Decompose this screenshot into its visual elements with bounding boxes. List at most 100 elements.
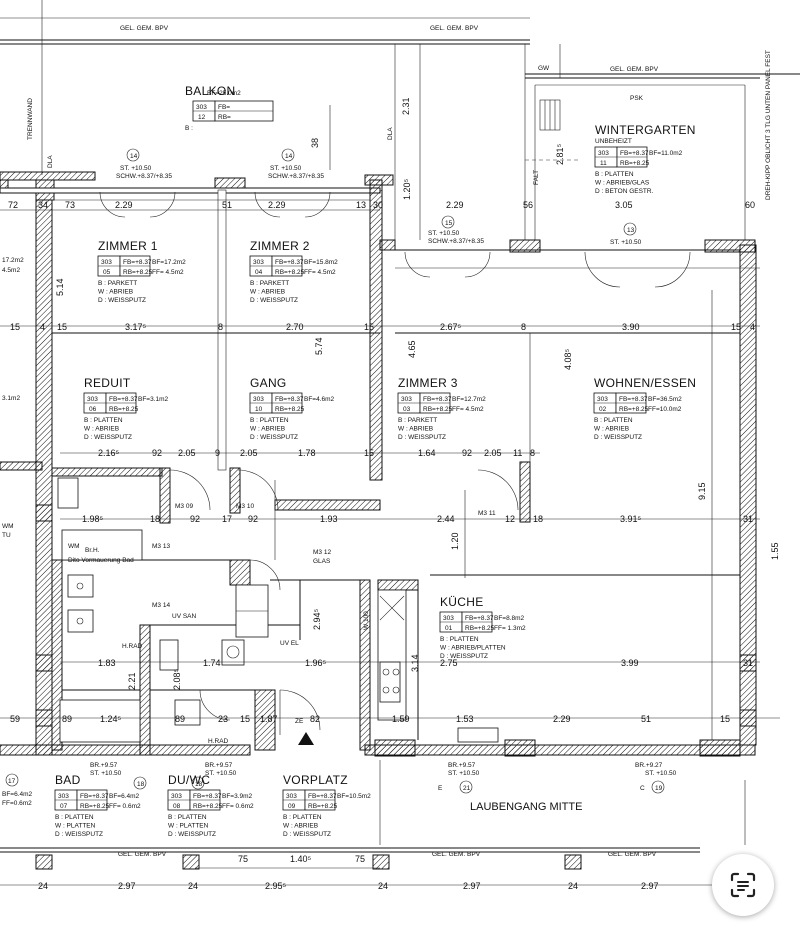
left-area-3: 3.1m2 xyxy=(2,395,20,402)
tu-label-left: TU xyxy=(2,532,11,539)
room-name: ZIMMER 3 xyxy=(398,376,458,390)
dimension-label: 2.67⁵ xyxy=(440,322,462,332)
threshold-schw: SCHW.+8.37/+8.35 xyxy=(116,173,172,180)
dimension-label: 1.78 xyxy=(298,448,316,458)
brh-label: Br.H. xyxy=(85,547,100,554)
room-number: 12 xyxy=(198,114,206,121)
scan-icon xyxy=(730,872,756,898)
room-name: WOHNEN/ESSEN xyxy=(594,376,696,390)
room-number: 01 xyxy=(445,625,453,632)
st-label: ST. +10.50 xyxy=(645,770,677,777)
footer-label-3: GEL. GEM. BPV xyxy=(608,851,657,858)
dimension-label: 12 xyxy=(505,514,515,524)
dimension-label-vertical: 38 xyxy=(310,138,320,148)
st-label: ST. +10.50 xyxy=(448,770,480,777)
room-bf: BF=11.0m2 xyxy=(649,150,683,157)
dimension-label: 15 xyxy=(10,322,20,332)
room-bf: BF=12.7m2 xyxy=(452,396,486,403)
threshold-callouts: 14 ST. +10.50 SCHW.+8.37/+8.35 14 ST. +1… xyxy=(116,148,642,246)
threshold-num: 14 xyxy=(285,153,293,160)
trennwand-label: TRENNWAND xyxy=(27,98,34,140)
wm-label: WM xyxy=(68,543,80,550)
room-ff: FF= 0.6m2 xyxy=(222,803,254,810)
scan-button[interactable] xyxy=(712,854,774,916)
room-finish: D : WEISSPUTZ xyxy=(98,297,146,304)
room-finish: W : ABRIEB/GLAS xyxy=(595,180,650,187)
dimension-label: 2.29 xyxy=(268,200,286,210)
footer-label-1: GEL. GEM. BPV xyxy=(118,851,167,858)
dimension-label: 4 xyxy=(40,322,45,332)
room-number: 02 xyxy=(599,406,607,413)
dimension-label: 2.70 xyxy=(286,322,304,332)
st-label: ST. +10.50 xyxy=(205,770,237,777)
dimension-label: 92 xyxy=(152,448,162,458)
room-code: 303 xyxy=(401,396,412,403)
room-wohnen-essen: WOHNEN/ESSEN30302FB=+8.37RB=+8.25BF=36.5… xyxy=(593,376,696,441)
door-label-m314: M3 14 xyxy=(152,602,170,609)
room-finish: D : WEISSPUTZ xyxy=(250,434,298,441)
room-name: ZIMMER 1 xyxy=(98,239,158,253)
room-finish: B : PARKETT xyxy=(98,280,137,287)
dimension-label-vertical: 5.14 xyxy=(55,278,65,296)
footer-label-2: GEL. GEM. BPV xyxy=(432,851,481,858)
dimension-label: 2.05 xyxy=(484,448,502,458)
dimension-label: 92 xyxy=(190,514,200,524)
door-label-m311: M3 11 xyxy=(478,510,496,517)
room-finish: D : WEISSPUTZ xyxy=(440,653,488,660)
room-code: 303 xyxy=(253,396,264,403)
room-number: 11 xyxy=(600,160,607,167)
dimension-label: 8 xyxy=(521,322,526,332)
uvsan-label: UV SAN xyxy=(172,613,197,620)
dimension-label: 15 xyxy=(731,322,741,332)
room-bf: BF=36.5m2 xyxy=(648,396,682,403)
dimension-label: 89 xyxy=(175,714,185,724)
corridor-label: LAUBENGANG MITTE xyxy=(470,801,582,813)
room-finish: D : WEISSPUTZ xyxy=(168,831,216,838)
room-finish: W : PLATTEN xyxy=(55,823,96,830)
br-label: BR.+9.27 xyxy=(635,762,663,769)
room-rb: RB=+8.25 xyxy=(275,406,305,413)
room-code: 303 xyxy=(253,259,264,266)
room-ff: FF=10.0m2 xyxy=(648,406,682,413)
dimension-label: 15 xyxy=(364,448,374,458)
dimension-label: 1.93 xyxy=(320,514,338,524)
dimension-label: 1.53 xyxy=(456,714,474,724)
room-fb: FB=+8.37 xyxy=(193,793,222,800)
br-label: BR.+9.57 xyxy=(205,762,233,769)
header-labels: GEL. GEM. BPV GEL. GEM. BPV GEL. GEM. BP… xyxy=(27,25,772,858)
room-fb: FB=+8.37 xyxy=(619,396,648,403)
room-finish: W : ABRIEB xyxy=(98,289,133,296)
dimension-label: 3.90 xyxy=(622,322,640,332)
dimension-label: 1.64 xyxy=(418,448,436,458)
dimension-label: 31 xyxy=(743,514,753,524)
room-ff: FF= 4.5m2 xyxy=(452,406,484,413)
header-label-3: GEL. GEM. BPV xyxy=(610,66,659,73)
room-finish: W : ABRIEB/PLATTEN xyxy=(440,645,506,652)
room-finish: D : WEISSPUTZ xyxy=(283,831,331,838)
dimension-label: 2.95⁵ xyxy=(265,881,287,891)
dimension-label-vertical: 1.20⁵ xyxy=(402,178,412,200)
room-rb: RB=+8.25 xyxy=(619,406,649,413)
dimension-label: 18 xyxy=(533,514,543,524)
dimension-label: 51 xyxy=(222,200,232,210)
threshold-num: 13 xyxy=(627,227,635,234)
dimension-label: 2.44 xyxy=(437,514,455,524)
ze-label: ZE xyxy=(295,718,304,725)
left-bad-bf: BF=6.4m2 xyxy=(2,791,33,798)
left-bad-ff: FF=0.6m2 xyxy=(2,800,32,807)
dimension-label: 1.59 xyxy=(392,714,410,724)
room-finish: B : PLATTEN xyxy=(594,417,633,424)
dimension-label: 4 xyxy=(750,322,755,332)
falt-label: FALT xyxy=(533,170,540,185)
room-name: REDUIT xyxy=(84,376,131,390)
room-ff: FF= 0.6m2 xyxy=(109,803,141,810)
room-rb: RB= xyxy=(218,114,231,121)
room-code: 303 xyxy=(87,396,98,403)
room-bf: BF=8.8m2 xyxy=(494,615,525,622)
dimension-label: 15 xyxy=(364,322,374,332)
room-finish: D : WEISSPUTZ xyxy=(250,297,298,304)
threshold-st: ST. +10.50 xyxy=(428,230,460,237)
room-finish: B : PARKETT xyxy=(250,280,289,287)
